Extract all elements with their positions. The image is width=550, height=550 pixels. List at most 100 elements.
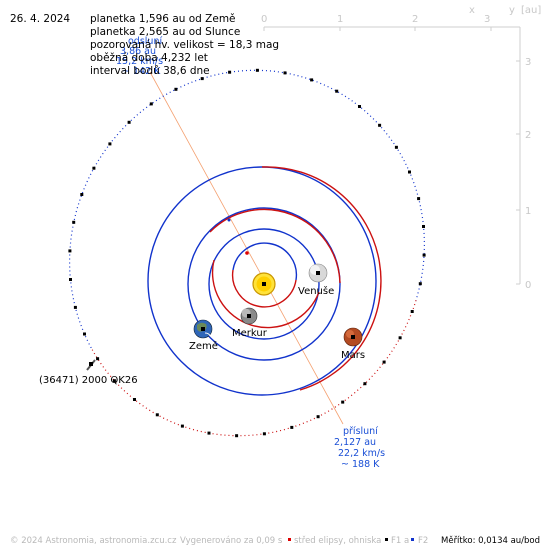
x-tick-2: 2 [412, 14, 418, 25]
copyright-text: © 2024 Astronomia, astronomia.zcu.cz [10, 536, 177, 546]
orbit-point-marker [422, 225, 425, 228]
axis-grid [263, 26, 521, 285]
orbit-point-marker [417, 197, 421, 201]
orbit-point-marker [68, 249, 72, 253]
footer: © 2024 Astronomia, astronomia.zcu.cz Vyg… [10, 536, 540, 546]
orbit-segment-above [69, 69, 426, 349]
aphelion-annotation: odsluní 3,86 au 15,2 km/s ~ 142 K [116, 36, 163, 77]
orbit-point-marker [418, 282, 422, 286]
orbit-point-marker [262, 432, 266, 436]
perihelion-temperature: ~ 188 K [341, 459, 380, 470]
orbit-point-marker [228, 70, 232, 74]
mercury-label: Merkur [232, 328, 268, 339]
orbit-point-marker [235, 434, 239, 438]
asteroid-orbit [68, 68, 426, 438]
unit-label: [au] [521, 5, 541, 16]
orbit-point-marker [174, 87, 178, 91]
scale-text: Měřítko: 0,0134 au/bod [441, 536, 540, 546]
earth-orbit [187, 207, 341, 361]
orbit-point-marker [422, 253, 426, 257]
perihelion-speed: 22,2 km/s [338, 448, 385, 459]
x-tick-1: 1 [337, 14, 343, 25]
orbit-point-marker [180, 424, 184, 428]
y-tick-0: 0 [525, 280, 531, 291]
aphelion-distance: 3,86 au [120, 46, 156, 57]
x-axis-label: x [469, 5, 475, 16]
axis-labels: 0 1 2 3 x y [au] 3 2 1 0 [261, 5, 541, 291]
orbit-point-marker [112, 379, 116, 383]
distance-from-earth: planetka 1,596 au od Země [90, 13, 236, 25]
orbit-point-marker [72, 220, 76, 224]
orbit-point-marker [108, 142, 112, 146]
mars-icon [343, 327, 363, 347]
y-tick-1: 1 [525, 206, 531, 217]
x-tick-3: 3 [484, 14, 490, 25]
earth-icon [193, 319, 213, 339]
generation-time: Vygenerováno za 0,09 s [180, 536, 283, 546]
venus-icon [308, 263, 328, 283]
header-info: 26. 4. 2024 planetka 1,596 au od Země pl… [10, 13, 279, 77]
orbit-point-marker [358, 105, 361, 108]
f1-legend-marker [385, 538, 388, 541]
orbital-period: oběžná doba 4,232 let [90, 52, 208, 64]
observed-magnitude: pozorovaná hv. velikost = 18,3 mag [90, 39, 279, 51]
orbit-point-marker [133, 398, 136, 401]
planet-orbits [147, 166, 382, 396]
asteroid-label: (36471) 2000 QK26 [39, 375, 138, 386]
orbit-point-marker [378, 123, 382, 127]
orbit-point-marker [410, 310, 414, 313]
orbit-point-marker [73, 305, 77, 309]
mars-orbit [147, 166, 382, 396]
point-interval: interval bodů 38,6 dne [90, 65, 210, 77]
y-axis-label: y [509, 5, 515, 16]
orbit-point-marker [316, 415, 320, 419]
f2-legend-marker [411, 538, 414, 541]
orbit-point-marker [207, 431, 211, 435]
center-legend-text: střed elipsy, ohniska [294, 536, 381, 546]
orbit-point-marker [200, 77, 204, 81]
orbit-point-marker [335, 89, 339, 93]
perihelion-title: přísluní [343, 426, 378, 437]
orbit-point-marker [310, 78, 314, 82]
x-tick-0: 0 [261, 14, 267, 25]
earth-label: Země [189, 340, 218, 352]
aphelion-title: odsluní [128, 36, 162, 47]
venus-orbit [208, 228, 320, 340]
center-legend-marker [288, 538, 291, 541]
date-label: 26. 4. 2024 [10, 13, 70, 25]
y-tick-3: 3 [525, 57, 531, 68]
ellipse-center-marker [245, 251, 249, 255]
orbit-point-marker [283, 71, 287, 75]
orbit-point-marker [83, 332, 86, 336]
orbit-point-markers [68, 68, 426, 438]
orbit-point-marker [394, 145, 398, 149]
orbit-point-marker [69, 278, 72, 281]
orbit-point-marker [127, 120, 131, 124]
f2-legend-text: F2 [418, 536, 428, 546]
orbit-point-marker [408, 170, 411, 174]
orbit-point-marker [382, 360, 386, 364]
orbit-point-marker [92, 166, 96, 170]
orbit-point-marker [398, 336, 402, 340]
perihelion-annotation: přísluní 2,127 au 22,2 km/s ~ 188 K [334, 426, 385, 470]
orbit-point-marker [363, 382, 367, 386]
orbit-point-marker [149, 102, 153, 106]
perihelion-distance: 2,127 au [334, 437, 376, 448]
orbit-point-marker [255, 68, 259, 72]
orbit-point-marker [96, 357, 100, 361]
mercury-icon [240, 307, 258, 325]
orbit-point-marker [155, 413, 159, 417]
orbit-point-marker [80, 193, 84, 196]
y-tick-2: 2 [525, 130, 531, 141]
orbit-point-marker [341, 400, 345, 404]
orbit-point-marker [290, 425, 294, 429]
venus-label: Venuše [298, 285, 334, 297]
asteroid-icon [86, 359, 96, 371]
f1-legend-text: F1 a [391, 536, 409, 546]
distance-from-sun: planetka 2,565 au od Slunce [90, 26, 240, 38]
sun-icon [252, 272, 276, 296]
mercury-orbit [231, 242, 298, 308]
orbit-focus-marker [227, 218, 231, 222]
